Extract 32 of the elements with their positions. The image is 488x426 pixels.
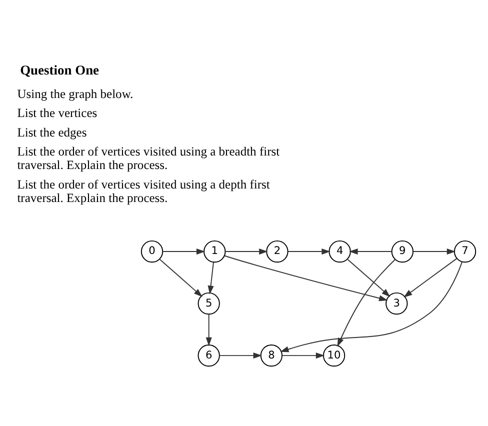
node-circle: 10: [322, 344, 346, 366]
node-circle: 8: [260, 344, 283, 366]
label: List the order of vertices visited using a depth first traversal. Explain the process.: [17, 176, 270, 204]
node-circle: 9: [391, 240, 414, 262]
arrow: [337, 258, 396, 346]
node-circle: 1: [204, 240, 226, 262]
arrow: [347, 258, 390, 296]
arrow: [206, 313, 212, 346]
arrow: [282, 352, 325, 358]
node-circle: 6: [198, 344, 220, 366]
node-circle: 5: [198, 292, 220, 314]
arrow: [404, 257, 458, 298]
node-circle: 0: [140, 240, 164, 262]
arrow: [349, 248, 392, 254]
node-circle: 2: [266, 240, 288, 262]
label: List the vertices: [17, 106, 98, 120]
arrow: [224, 254, 388, 301]
arrow: [219, 352, 262, 358]
diagram-title: Question One: [20, 62, 100, 78]
label: Using the graph below.: [17, 86, 134, 100]
arrow: [288, 248, 330, 254]
node-circle: 4: [328, 240, 351, 262]
arrow: [208, 261, 214, 294]
label: List the edges: [17, 124, 87, 139]
arrow: [224, 248, 268, 254]
label: List the order of vertices visited using a breadth first traversal. Explain the process.: [17, 144, 280, 172]
arrow: [159, 258, 202, 296]
arrow: [412, 248, 456, 254]
arrow: [162, 248, 206, 254]
node-circle: 7: [454, 240, 476, 262]
node-circle: 3: [386, 292, 408, 314]
arrow: [280, 261, 462, 352]
